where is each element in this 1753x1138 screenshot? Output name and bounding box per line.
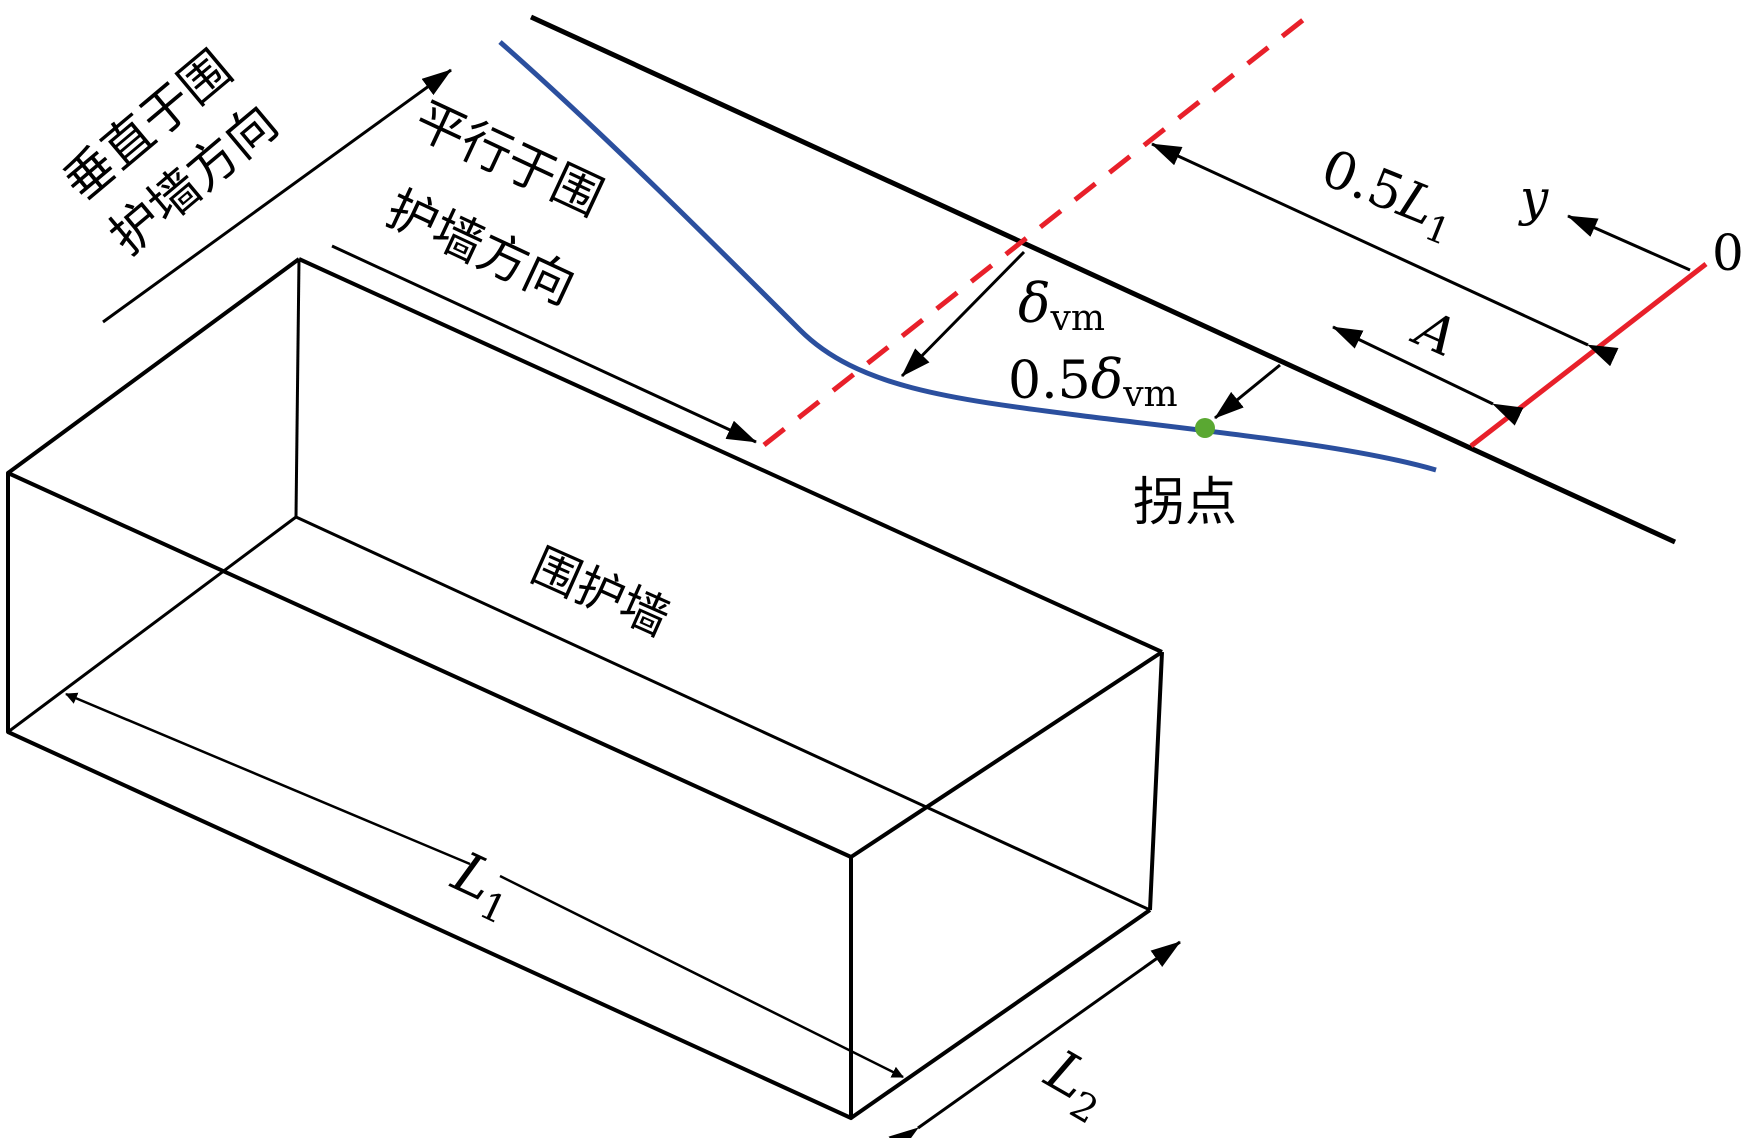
delta-subscript: vm <box>1050 298 1105 339</box>
half-coef: 0.5 <box>1008 351 1091 411</box>
y-axis-label: y <box>1518 169 1549 227</box>
box-right-back-vertical <box>1148 651 1164 911</box>
delta-symbol: δ <box>1018 272 1051 335</box>
settlement-curve <box>498 40 1437 473</box>
y-axis-arrow <box>1567 214 1691 272</box>
A-dimension-arrow <box>1332 325 1524 426</box>
L1-dimension-arrow-right <box>499 874 904 1079</box>
A-label: A <box>1403 297 1465 369</box>
half-L1-dimension-arrow <box>1151 142 1619 367</box>
inflection-point-label: 拐点 <box>1133 473 1237 533</box>
box-front-face <box>6 471 853 1120</box>
parallel-direction-arrow <box>331 244 757 444</box>
half-delta-vm-label: 0.5δvm <box>1008 348 1178 415</box>
max-settlement-dashed-line <box>762 18 1305 447</box>
half-delta-vm-arrow <box>1214 363 1281 420</box>
delta-vm-label: δvm <box>1018 272 1105 339</box>
L2-dimension-label: L2 <box>1030 1037 1121 1132</box>
inflection-point-marker <box>1195 418 1215 438</box>
L1-dimension-label: L1 <box>438 839 526 932</box>
perpendicular-direction-arrow <box>102 68 452 324</box>
ground-surface-line <box>529 14 1677 545</box>
half-L1-label: 0.5L1 <box>1310 138 1465 254</box>
wall-box <box>6 257 1164 1120</box>
box-bottom-back-edge <box>295 515 1151 912</box>
box-right-bottom-edge <box>849 908 1152 1120</box>
box-back-vertical <box>294 258 301 518</box>
box-bottom-left-edge <box>7 515 297 734</box>
delta-vm-arrow <box>900 250 1026 378</box>
L1-dimension-arrow-left <box>65 692 471 866</box>
box-top-right-edge <box>849 650 1164 859</box>
box-top-left-edge <box>6 257 301 475</box>
L2-dimension-arrow <box>888 940 1181 1138</box>
origin-red-segment <box>1469 262 1708 448</box>
wall-box-hidden-edges <box>7 258 1151 912</box>
half-delta-subscript: vm <box>1122 374 1177 415</box>
half-delta-symbol: δ <box>1091 348 1124 411</box>
origin-label: 0 <box>1712 224 1744 282</box>
box-top-back-edge <box>298 257 1163 654</box>
